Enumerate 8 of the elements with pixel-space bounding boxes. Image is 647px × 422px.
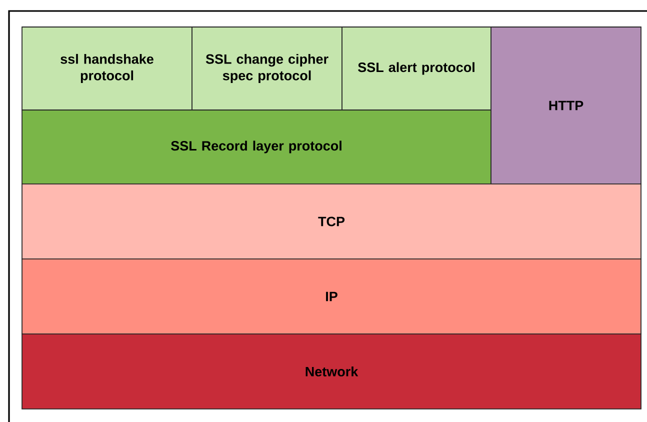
layer-box: SSL change cipher spec protocol xyxy=(192,26,342,110)
layer-box: ssl handshake protocol xyxy=(22,26,192,110)
layer-box: Network xyxy=(22,334,642,410)
layer-box: IP xyxy=(22,258,642,334)
layer-box: TCP xyxy=(22,184,642,260)
layer-box: SSL alert protocol xyxy=(342,26,492,110)
layer-box: HTTP xyxy=(490,26,642,184)
layer-box: SSL Record layer protocol xyxy=(22,110,492,184)
